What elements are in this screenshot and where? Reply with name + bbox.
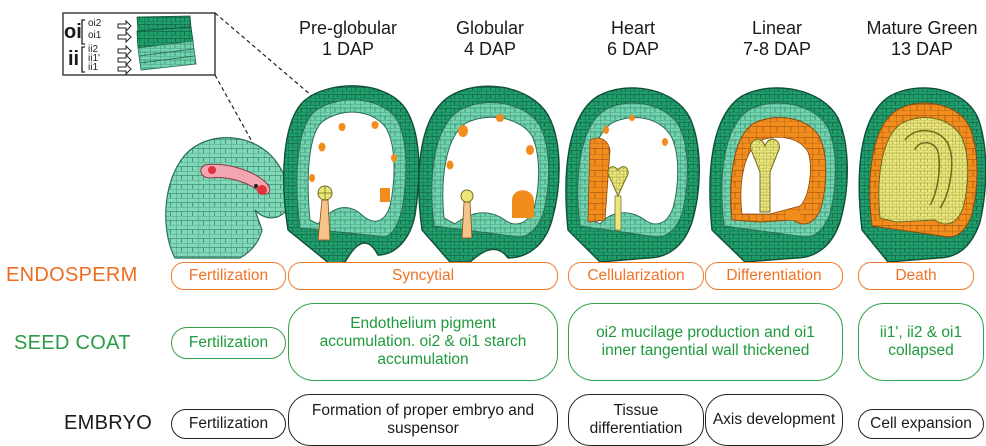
stage-dap: 6 DAP (578, 39, 688, 60)
seed-mature-green (859, 88, 986, 262)
endosperm-syncytial: Syncytial (288, 262, 558, 290)
stage-name: Globular (430, 18, 550, 39)
seed-coat-mucilage: oi2 mucilage production and oi1 inner ta… (568, 303, 843, 381)
oi-label: oi (64, 21, 82, 44)
seed-coat-layers-inset (63, 13, 215, 75)
endosperm-death: Death (858, 262, 974, 290)
seed-preglobular (284, 86, 419, 264)
stage-name: Pre-globular (288, 18, 408, 39)
stage-title-globular: Globular 4 DAP (430, 18, 550, 60)
embryo-cell-expansion: Cell expansion (858, 409, 984, 439)
layer-label-ii1: ii1 (88, 62, 98, 73)
seed-coat-pigment-starch: Endothelium pigment accumulation. oi2 & … (288, 303, 558, 381)
embryo-tissue-differentiation: Tissue differentiation (568, 394, 704, 446)
embryo-axis-development: Axis development (705, 394, 843, 446)
stage-name: Heart (578, 18, 688, 39)
stage-title-heart: Heart 6 DAP (578, 18, 688, 60)
stage-title-linear: Linear 7-8 DAP (722, 18, 832, 60)
embryo-proper-formation: Formation of proper embryo and suspensor (288, 394, 558, 446)
layer-label-oi1: oi1 (88, 30, 101, 41)
seed-linear (710, 88, 847, 262)
stage-dap: 7-8 DAP (722, 39, 832, 60)
seed-coat-row-label: SEED COAT (14, 332, 131, 355)
ovule-illustration (166, 138, 289, 258)
embryo-fertilization: Fertilization (171, 409, 286, 439)
stage-title-mature-green: Mature Green 13 DAP (858, 18, 986, 60)
seed-globular (419, 86, 559, 262)
seed-coat-collapsed: ii1', ii2 & oi1 collapsed (858, 303, 984, 381)
seed-coat-fertilization: Fertilization (171, 327, 286, 359)
stage-dap: 13 DAP (858, 39, 986, 60)
embryo-row-label: EMBRYO (64, 412, 152, 435)
stage-dap: 1 DAP (288, 39, 408, 60)
seed-heart (566, 88, 699, 262)
stage-name: Mature Green (858, 18, 986, 39)
stage-name: Linear (722, 18, 832, 39)
endosperm-cellularization: Cellularization (568, 262, 704, 290)
ii-label: ii (68, 48, 79, 71)
endosperm-fertilization: Fertilization (171, 262, 286, 290)
layer-label-oi2: oi2 (88, 18, 101, 29)
endosperm-differentiation: Differentiation (705, 262, 843, 290)
stage-dap: 4 DAP (430, 39, 550, 60)
stage-title-preglobular: Pre-globular 1 DAP (288, 18, 408, 60)
endosperm-row-label: ENDOSPERM (6, 264, 138, 287)
